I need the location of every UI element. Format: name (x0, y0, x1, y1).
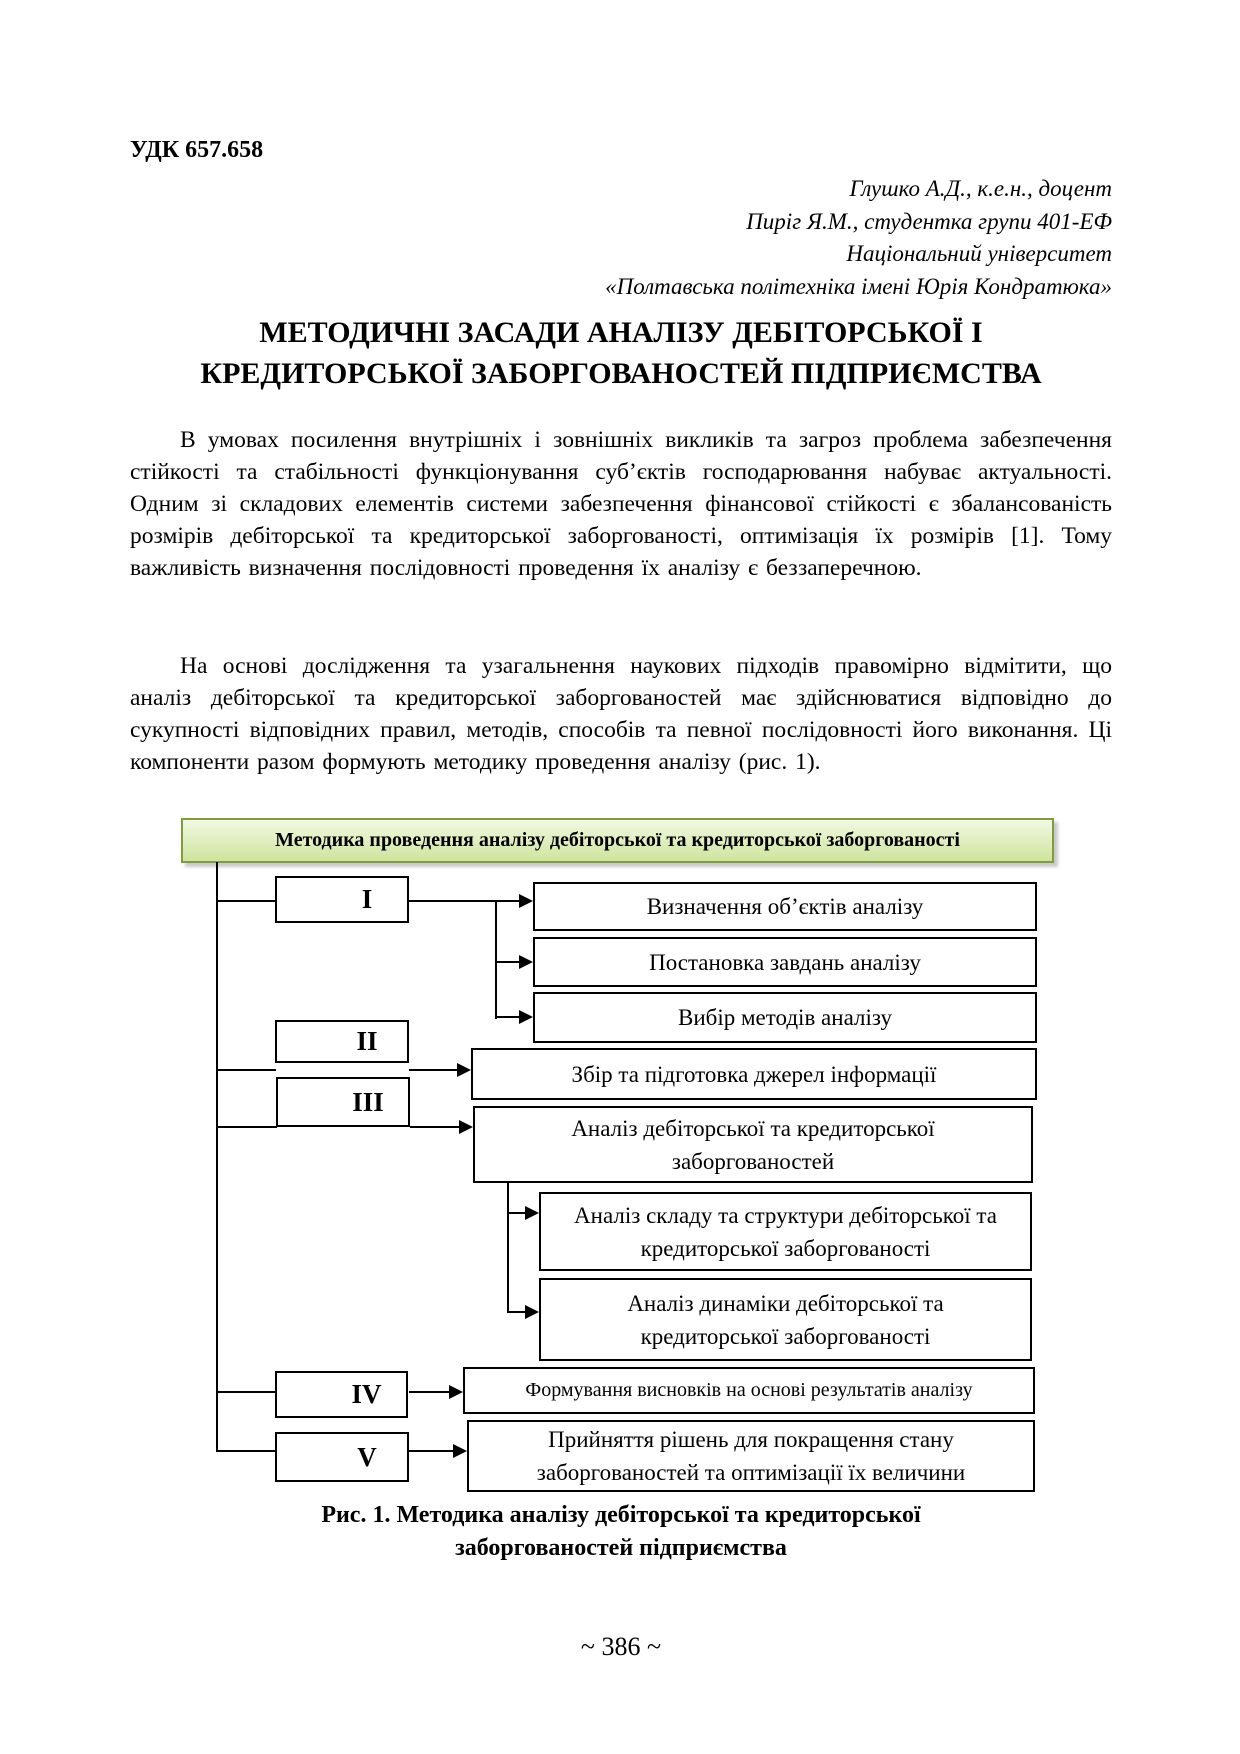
page-number: ~ 386 ~ (580, 1632, 662, 1661)
connector-stage1-out (409, 900, 497, 902)
paragraph-1: В умовах посилення внутрішніх і зовнішні… (130, 427, 1112, 581)
connector-to-step3 (497, 1016, 520, 1018)
connector-to-step1 (497, 900, 520, 902)
figure-caption-line-1: Рис. 1. Методика аналізу дебіторської та… (321, 1502, 921, 1528)
connector-subdrop (507, 1183, 509, 1313)
connector-to-step7 (508, 1311, 526, 1313)
arrowhead-step1-icon (519, 894, 533, 908)
connector-stub-stage1 (217, 900, 276, 902)
author-line-1: Глушко А.Д., к.е.н., доцент (849, 176, 1112, 201)
step-box-decisions: Прийняття рішень для покращення стану за… (467, 1420, 1035, 1492)
step-box-structure-analysis: Аналіз складу та структури дебіторської … (539, 1192, 1032, 1271)
connector-to-step6 (508, 1212, 526, 1214)
step-box-dynamics-analysis: Аналіз динаміки дебіторської та кредитор… (539, 1278, 1032, 1361)
connector-stub-stage2 (217, 1069, 276, 1071)
connector-stub-stage4 (217, 1391, 276, 1393)
step-box-conclusions: Формування висновків на основі результат… (463, 1367, 1035, 1414)
title-line-2: КРЕДИТОРСЬКОЇ ЗАБОРГОВАНОСТЕЙ ПІДПРИЄМСТ… (200, 357, 1042, 390)
arrowhead-step4-icon (457, 1063, 471, 1077)
flowchart-header-box: Методика проведення аналізу дебіторської… (181, 818, 1054, 863)
arrowhead-step7-icon (525, 1305, 539, 1319)
arrowhead-step5-icon (459, 1120, 473, 1134)
connector-to-step4 (409, 1069, 458, 1071)
page-title: МЕТОДИЧНІ ЗАСАДИ АНАЛІЗУ ДЕБІТОРСЬКОЇ І … (130, 312, 1112, 394)
connector-spine (216, 862, 218, 1452)
connector-to-step5 (410, 1126, 460, 1128)
connector-to-step8 (409, 1391, 450, 1393)
author-line-4: «Полтавська політехніка імені Юрія Кондр… (605, 273, 1112, 299)
connector-distributor (495, 900, 497, 1019)
arrowhead-step6-icon (525, 1206, 539, 1220)
connector-stub-stage3 (217, 1126, 277, 1128)
paragraph-2: На основі дослідження та узагальнення на… (130, 653, 1112, 775)
udk-code: УДК 657.658 (130, 137, 264, 163)
arrowhead-step2-icon (519, 955, 533, 969)
author-line-3: Національний університет (846, 241, 1112, 266)
step-box-analysis: Аналіз дебіторської та кредиторської заб… (473, 1106, 1033, 1183)
figure-caption: Рис. 1. Методика аналізу дебіторської та… (130, 1499, 1112, 1565)
figure-caption-line-2: заборгованостей підприємства (455, 1535, 787, 1561)
arrowhead-step8-icon (449, 1385, 463, 1399)
arrowhead-step3-icon (519, 1010, 533, 1024)
author-block: Глушко А.Д., к.е.н., доцент Пиріг Я.М., … (130, 173, 1112, 303)
arrowhead-step9-icon (453, 1444, 467, 1458)
step-box-collect-sources: Збір та підготовка джерел інформації (471, 1048, 1037, 1100)
stage-box-5: V (275, 1432, 409, 1482)
step-box-define-objects: Визначення об’єктів аналізу (533, 882, 1037, 931)
stage-box-3: III (276, 1077, 410, 1127)
stage-box-4: IV (275, 1371, 408, 1418)
title-line-1: МЕТОДИЧНІ ЗАСАДИ АНАЛІЗУ ДЕБІТОРСЬКОЇ І (259, 316, 983, 349)
step-box-choose-methods: Вибір методів аналізу (533, 992, 1037, 1043)
stage-box-2: II (275, 1020, 409, 1063)
connector-to-step2 (497, 961, 520, 963)
stage-box-1: I (275, 876, 409, 923)
connector-to-step9 (409, 1450, 454, 1452)
connector-stub-stage5 (217, 1450, 276, 1452)
step-box-set-tasks: Постановка завдань аналізу (533, 937, 1037, 987)
author-line-2: Пиріг Я.М., студентка групи 401-ЕФ (746, 208, 1112, 234)
